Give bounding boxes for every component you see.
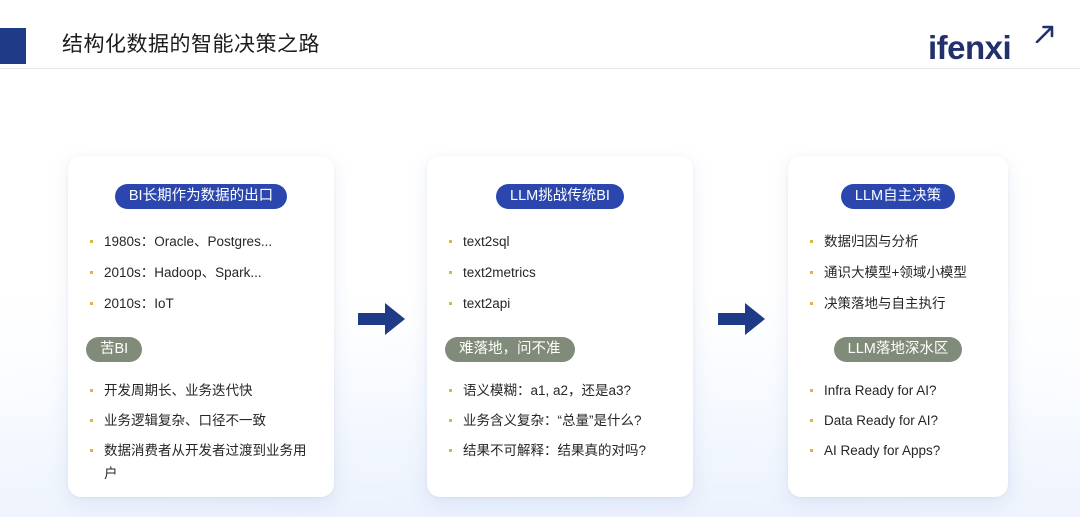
arrow-stage-2-to-3-icon xyxy=(718,303,765,335)
stage-card-bi[interactable]: BI长期作为数据的出口 1980s：Oracle、Postgres... 201… xyxy=(68,156,334,497)
list-item: 1980s：Oracle、Postgres... xyxy=(86,230,316,253)
bullet-list-secondary: 语义模糊：a1, a2，还是a3? 业务含义复杂：“总量”是什么? 结果不可解释… xyxy=(445,379,675,462)
stage-pill-secondary[interactable]: 苦BI xyxy=(86,337,143,362)
bullet-dot-icon xyxy=(810,419,813,422)
bullet-dot-icon xyxy=(90,389,93,392)
pill-row-primary: LLM自主决策 xyxy=(806,184,990,209)
list-item: 数据归因与分析 xyxy=(806,230,990,253)
bullet-dot-icon xyxy=(810,449,813,452)
list-item: 结果不可解释：结果真的对吗? xyxy=(445,439,675,462)
bullet-list-primary: text2sql text2metrics text2api xyxy=(445,230,675,315)
list-item: 通识大模型+领域小模型 xyxy=(806,261,990,284)
list-item: 业务逻辑复杂、口径不一致 xyxy=(86,409,316,432)
logo-swoosh-icon xyxy=(1035,25,1054,43)
list-item: 语义模糊：a1, a2，还是a3? xyxy=(445,379,675,402)
bullet-dot-icon xyxy=(810,271,813,274)
list-item-label: 1980s：Oracle、Postgres... xyxy=(104,234,273,249)
list-item: text2sql xyxy=(445,230,675,253)
bullet-dot-icon xyxy=(90,419,93,422)
list-item: Infra Ready for AI? xyxy=(806,379,990,402)
stage-card-llm-challenge-body: LLM挑战传统BI text2sql text2metrics text2api… xyxy=(427,156,693,497)
list-item-label: 开发周期长、业务迭代快 xyxy=(104,383,253,398)
arrow-stage-1-to-2-icon xyxy=(358,303,405,335)
bullet-dot-icon xyxy=(449,271,452,274)
bullet-dot-icon xyxy=(90,271,93,274)
bullet-dot-icon xyxy=(810,240,813,243)
pill-row-primary: BI长期作为数据的出口 xyxy=(86,184,316,209)
list-item-label: 语义模糊：a1, a2，还是a3? xyxy=(463,383,632,398)
bullet-dot-icon xyxy=(810,389,813,392)
list-item-label: 2010s：Hadoop、Spark... xyxy=(104,265,262,280)
page-title: 结构化数据的智能决策之路 xyxy=(62,33,320,56)
list-item: AI Ready for Apps? xyxy=(806,439,990,462)
list-item-label: 决策落地与自主执行 xyxy=(824,296,946,311)
list-item-label: Infra Ready for AI? xyxy=(824,383,937,398)
list-item-label: 数据消费者从开发者过渡到业务用户 xyxy=(104,443,307,481)
bullet-dot-icon xyxy=(810,302,813,305)
pill-row-secondary: LLM落地深水区 xyxy=(806,337,990,362)
bullet-list-secondary: 开发周期长、业务迭代快 业务逻辑复杂、口径不一致 数据消费者从开发者过渡到业务用… xyxy=(86,379,316,485)
bullet-dot-icon xyxy=(449,240,452,243)
stage-card-llm-decision[interactable]: LLM自主决策 数据归因与分析 通识大模型+领域小模型 决策落地与自主执行 LL… xyxy=(788,156,1008,497)
pill-row-secondary: 难落地，问不准 xyxy=(445,337,675,362)
list-item: Data Ready for AI? xyxy=(806,409,990,432)
brand-logo-text: ifenxi xyxy=(928,29,1012,66)
stage-card-llm-decision-body: LLM自主决策 数据归因与分析 通识大模型+领域小模型 决策落地与自主执行 LL… xyxy=(788,156,1008,497)
bullet-dot-icon xyxy=(449,419,452,422)
bullet-dot-icon xyxy=(449,449,452,452)
list-item-label: Data Ready for AI? xyxy=(824,413,939,428)
stage-pill-secondary[interactable]: 难落地，问不准 xyxy=(445,337,575,362)
list-item-label: 2010s：IoT xyxy=(104,296,174,311)
stage-pill-primary[interactable]: BI长期作为数据的出口 xyxy=(114,184,288,209)
list-item: 业务含义复杂：“总量”是什么? xyxy=(445,409,675,432)
stage-pill-secondary[interactable]: LLM落地深水区 xyxy=(833,337,963,362)
stage-card-bi-body: BI长期作为数据的出口 1980s：Oracle、Postgres... 201… xyxy=(68,156,334,497)
bullet-dot-icon xyxy=(90,302,93,305)
list-item-label: text2api xyxy=(463,296,511,311)
slide-header: 结构化数据的智能决策之路 xyxy=(0,0,1080,69)
bullet-dot-icon xyxy=(90,449,93,452)
header-accent-square xyxy=(0,28,26,64)
list-item-label: text2metrics xyxy=(463,265,536,280)
list-item-label: 业务含义复杂：“总量”是什么? xyxy=(463,413,642,428)
brand-logo: ifenxi xyxy=(928,24,1058,68)
bullet-list-primary: 1980s：Oracle、Postgres... 2010s：Hadoop、Sp… xyxy=(86,230,316,315)
bullet-dot-icon xyxy=(449,389,452,392)
list-item-label: 数据归因与分析 xyxy=(824,234,919,249)
list-item-label: AI Ready for Apps? xyxy=(824,443,941,458)
bullet-dot-icon xyxy=(449,302,452,305)
list-item-label: 通识大模型+领域小模型 xyxy=(824,265,967,280)
header-divider xyxy=(0,68,1080,69)
pill-row-secondary: 苦BI xyxy=(86,337,316,362)
stage-pill-primary[interactable]: LLM自主决策 xyxy=(840,184,956,209)
list-item-label: 结果不可解释：结果真的对吗? xyxy=(463,443,647,458)
list-item: text2api xyxy=(445,292,675,315)
bullet-list-primary: 数据归因与分析 通识大模型+领域小模型 决策落地与自主执行 xyxy=(806,230,990,315)
stage-pill-primary[interactable]: LLM挑战传统BI xyxy=(496,184,624,209)
list-item: text2metrics xyxy=(445,261,675,284)
bullet-dot-icon xyxy=(90,240,93,243)
bullet-list-secondary: Infra Ready for AI? Data Ready for AI? A… xyxy=(806,379,990,462)
stage-card-llm-challenge[interactable]: LLM挑战传统BI text2sql text2metrics text2api… xyxy=(427,156,693,497)
pill-row-primary: LLM挑战传统BI xyxy=(445,184,675,209)
list-item-label: 业务逻辑复杂、口径不一致 xyxy=(104,413,266,428)
list-item-label: text2sql xyxy=(463,234,510,249)
list-item: 决策落地与自主执行 xyxy=(806,292,990,315)
list-item: 开发周期长、业务迭代快 xyxy=(86,379,316,402)
list-item: 2010s：Hadoop、Spark... xyxy=(86,261,316,284)
list-item: 2010s：IoT xyxy=(86,292,316,315)
list-item: 数据消费者从开发者过渡到业务用户 xyxy=(86,439,316,485)
